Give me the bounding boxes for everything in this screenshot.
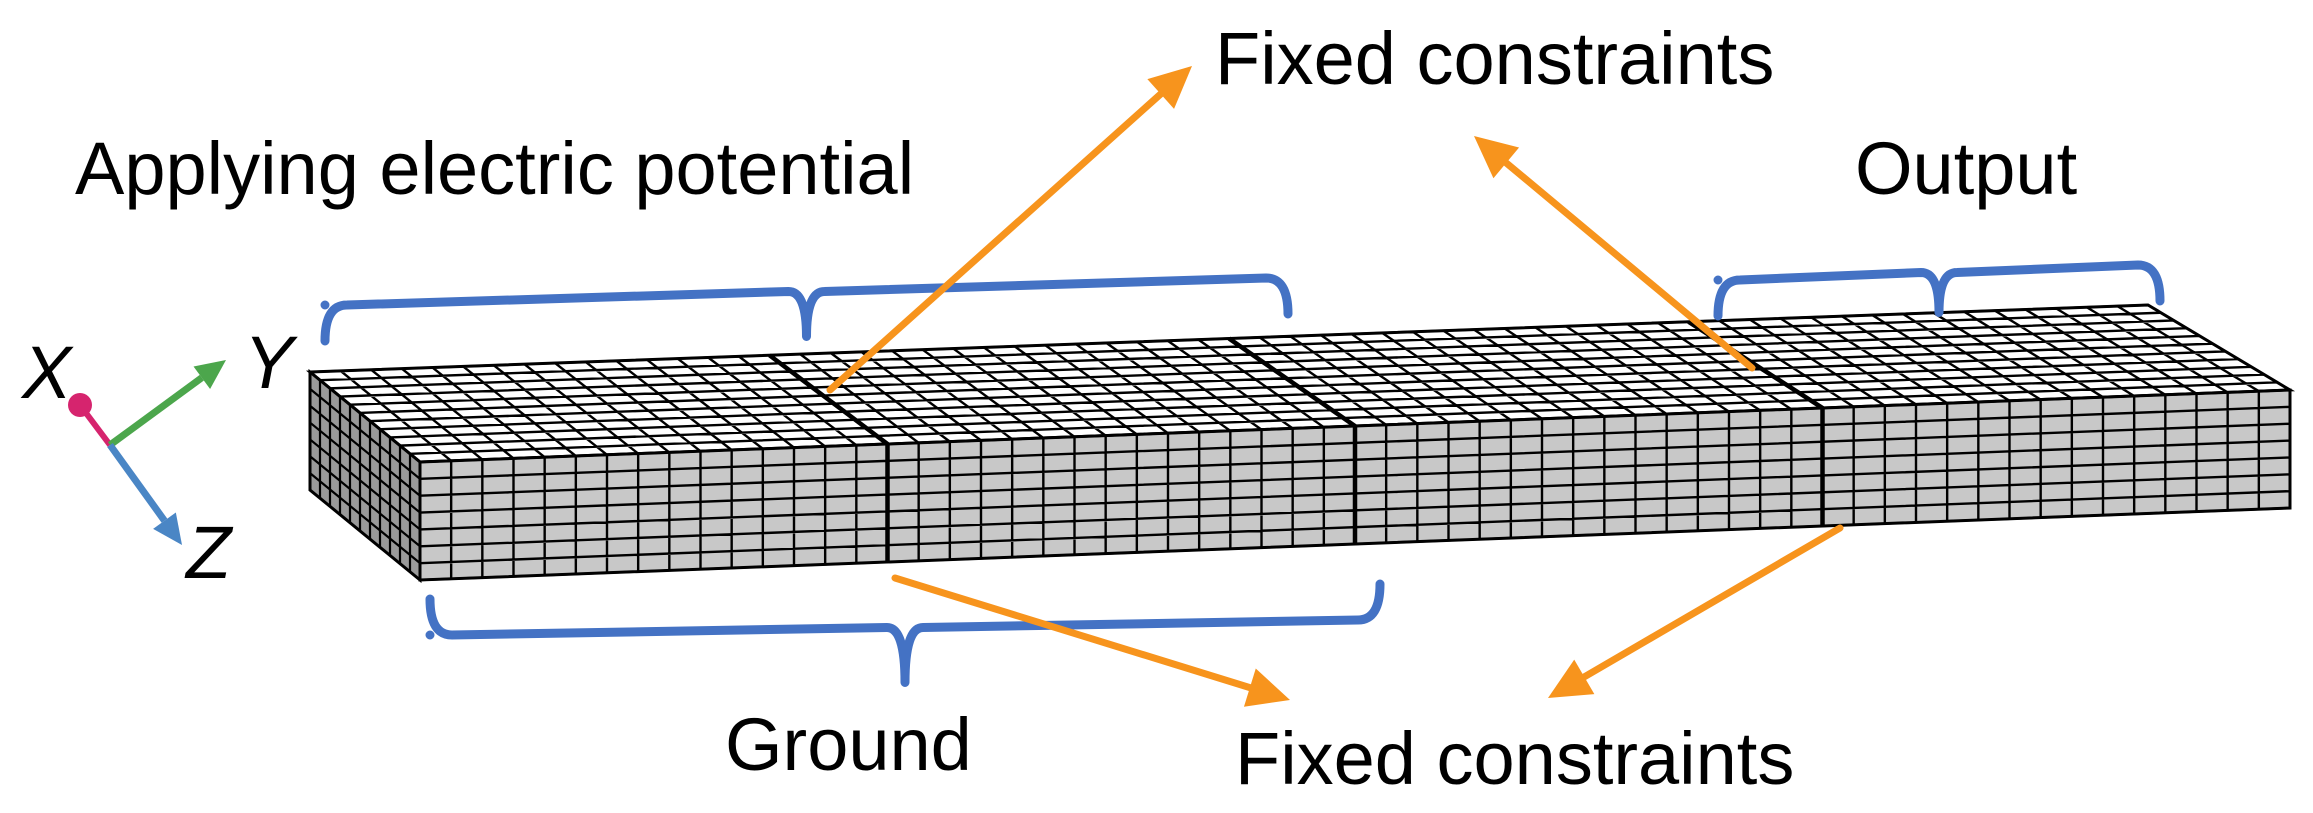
- label-ground: Ground: [725, 703, 972, 786]
- label-fixed-constraints-bottom: Fixed constraints: [1235, 717, 1795, 800]
- beam-end-grid: [308, 371, 422, 581]
- constraint-arrows: [826, 66, 1844, 707]
- axis-x-dot: [68, 393, 92, 417]
- braces: [320, 260, 2165, 687]
- label-applying-electric-potential: Applying electric potential: [75, 127, 915, 210]
- arrow-fixed-top-left: [826, 66, 1192, 394]
- axis-label-y: Y: [244, 321, 294, 404]
- brace-output: [1713, 260, 2165, 321]
- axis-label-x: X: [22, 331, 72, 414]
- brace-ground: [425, 579, 1385, 687]
- axis-z-arrow: [107, 442, 182, 545]
- arrow-fixed-bottom-left: [891, 574, 1290, 707]
- brace-applying-potential: [320, 273, 1293, 346]
- coordinate-triad: [68, 360, 226, 545]
- beam-mesh: [305, 303, 2296, 584]
- label-fixed-constraints-top: Fixed constraints: [1215, 17, 1775, 100]
- arrow-fixed-top-right: [1474, 136, 1756, 372]
- axis-y-arrow: [107, 360, 226, 448]
- axis-label-z: Z: [186, 511, 232, 594]
- label-output: Output: [1855, 127, 2078, 210]
- arrow-fixed-bottom-right: [1548, 524, 1844, 698]
